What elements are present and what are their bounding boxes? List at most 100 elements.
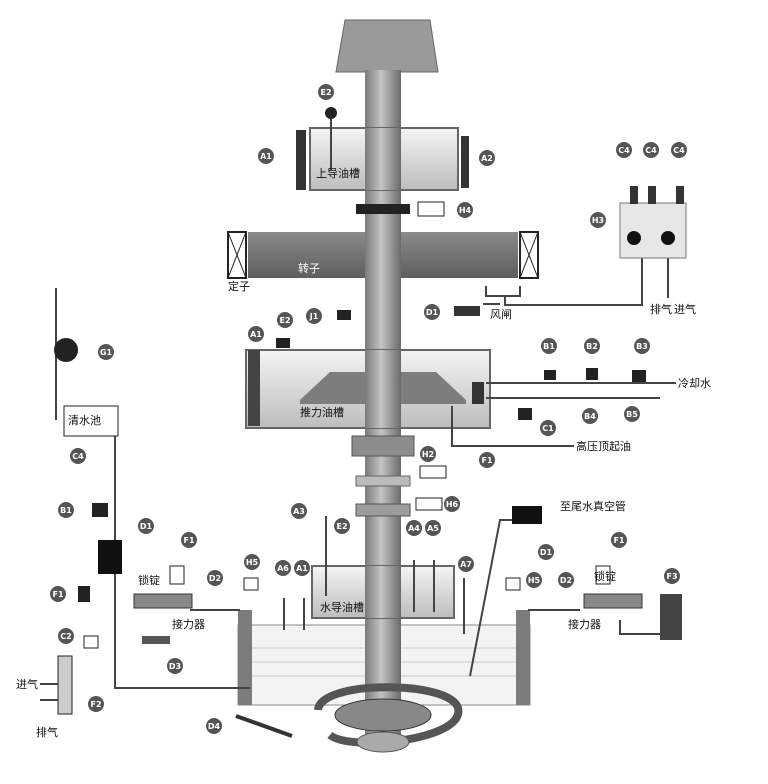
svg-text:H5: H5 xyxy=(528,576,541,585)
svg-text:H5: H5 xyxy=(246,558,259,567)
valve-d1-mid xyxy=(454,306,480,316)
label-water-guide-tank: 水导油槽 xyxy=(320,600,364,614)
badge-d1-left: D1 xyxy=(138,518,154,534)
display-h4 xyxy=(417,201,445,217)
svg-text:C4: C4 xyxy=(618,146,630,155)
label-rotor: 转子 xyxy=(298,261,320,275)
label-exhaust: 排气 xyxy=(650,302,672,316)
label-to-tail-vacuum: 至尾水真空管 xyxy=(560,499,626,513)
piping xyxy=(40,255,676,701)
badge-d3: D3 xyxy=(167,658,183,674)
svg-text:B5: B5 xyxy=(626,410,638,419)
badge-d1-right: D1 xyxy=(538,544,554,560)
svg-text:A4: A4 xyxy=(408,524,420,533)
lock-valve-left xyxy=(169,565,185,585)
label-lock-left: 锁锭 xyxy=(138,573,160,587)
badge-b1-left: B1 xyxy=(58,502,74,518)
svg-text:H4: H4 xyxy=(459,206,472,215)
probe-e2-top xyxy=(325,107,337,119)
badge-b5: B5 xyxy=(624,406,640,422)
badge-f3: F3 xyxy=(664,568,680,584)
label-servomotor-right: 接力器 xyxy=(568,618,601,631)
badge-e2-mid: E2 xyxy=(277,312,293,328)
runner xyxy=(334,698,432,732)
svg-text:A2: A2 xyxy=(481,154,493,163)
badge-b4: B4 xyxy=(582,408,598,424)
svg-text:F1: F1 xyxy=(183,536,194,545)
probe-d3 xyxy=(142,636,170,644)
level-gauge-a2-top xyxy=(461,136,469,188)
stator-left xyxy=(227,231,247,279)
level-gauge-a1-mid xyxy=(248,350,260,426)
badge-h2: H2 xyxy=(420,446,436,462)
badge-a3: A3 xyxy=(291,503,307,519)
control-box-h3 xyxy=(619,202,687,259)
badge-j1: J1 xyxy=(306,308,322,324)
svg-text:A7: A7 xyxy=(460,560,472,569)
svg-text:A1: A1 xyxy=(296,564,308,573)
badge-a1-mid: A1 xyxy=(248,326,264,342)
sensor-b2 xyxy=(586,368,598,380)
badge-a5: A5 xyxy=(425,520,441,536)
valve-f1-left xyxy=(78,586,90,602)
pump-g1 xyxy=(54,338,78,362)
sensor-h5-right xyxy=(505,577,521,591)
label-intake: 进气 xyxy=(674,302,696,316)
sensor-c2 xyxy=(83,635,99,649)
device-badges: E2 A1 A2 H4 C4 C4 C4 H3 D1 A1 E2 J1 B1 B… xyxy=(50,84,687,734)
badge-h5-right: H5 xyxy=(526,572,542,588)
shaft-collar xyxy=(356,204,410,214)
text-labels: 上导油槽 定子 转子 风闸 排气 进气 推力油槽 冷却水 高压顶起油 清水池 至… xyxy=(16,166,711,739)
svg-text:F1: F1 xyxy=(613,536,624,545)
label-wind-brake: 风闸 xyxy=(490,308,512,321)
devices xyxy=(54,107,687,738)
shaft-coupling xyxy=(351,435,415,457)
sensor-j1 xyxy=(337,310,351,320)
label-clean-water-pool: 清水池 xyxy=(68,414,101,427)
svg-text:H6: H6 xyxy=(446,500,459,509)
vacuum-valve xyxy=(512,506,542,524)
top-hood xyxy=(335,19,439,73)
badge-b1-right: B1 xyxy=(541,338,557,354)
label-thrust-tank: 推力油槽 xyxy=(300,405,344,419)
svg-text:D2: D2 xyxy=(209,574,221,583)
level-gauge-a1-top xyxy=(296,130,306,190)
badge-d1-mid: D1 xyxy=(424,304,440,320)
stator-right xyxy=(519,231,539,279)
label-intake-left: 进气 xyxy=(16,677,38,691)
svg-text:F3: F3 xyxy=(666,572,677,581)
badge-d2-left: D2 xyxy=(207,570,223,586)
badge-a7: A7 xyxy=(458,556,474,572)
probe-d4 xyxy=(235,714,293,738)
label-cooling-water: 冷却水 xyxy=(678,377,711,390)
svg-text:A5: A5 xyxy=(427,524,439,533)
svg-text:F2: F2 xyxy=(90,700,101,709)
svg-text:B3: B3 xyxy=(636,342,648,351)
svg-text:C1: C1 xyxy=(542,424,554,433)
servomotor-left xyxy=(133,593,193,609)
badge-h4: H4 xyxy=(457,202,473,218)
badge-a1-bot: A1 xyxy=(294,560,310,576)
badge-c1: C1 xyxy=(540,420,556,436)
label-upper-guide-tank: 上导油槽 xyxy=(316,166,360,180)
svg-text:B1: B1 xyxy=(60,506,72,515)
svg-text:B2: B2 xyxy=(586,342,598,351)
svg-text:C2: C2 xyxy=(60,632,71,641)
label-exhaust-left: 排气 xyxy=(36,725,58,739)
badge-c2: C2 xyxy=(58,628,74,644)
svg-text:A1: A1 xyxy=(260,152,272,161)
lock-valve-right xyxy=(595,565,611,585)
svg-text:D1: D1 xyxy=(540,548,553,557)
svg-text:E2: E2 xyxy=(279,316,290,325)
badge-d4: D4 xyxy=(206,718,222,734)
svg-text:G1: G1 xyxy=(100,348,113,357)
clean-water-pool xyxy=(63,405,119,437)
label-lock-right: 锁锭 xyxy=(594,569,616,583)
svg-text:C4: C4 xyxy=(645,146,657,155)
badge-f1-mid: F1 xyxy=(479,452,495,468)
label-stator: 定子 xyxy=(228,279,250,293)
badge-f1-left: F1 xyxy=(50,586,66,602)
badge-e2-top: E2 xyxy=(318,84,334,100)
svg-text:D1: D1 xyxy=(140,522,153,531)
